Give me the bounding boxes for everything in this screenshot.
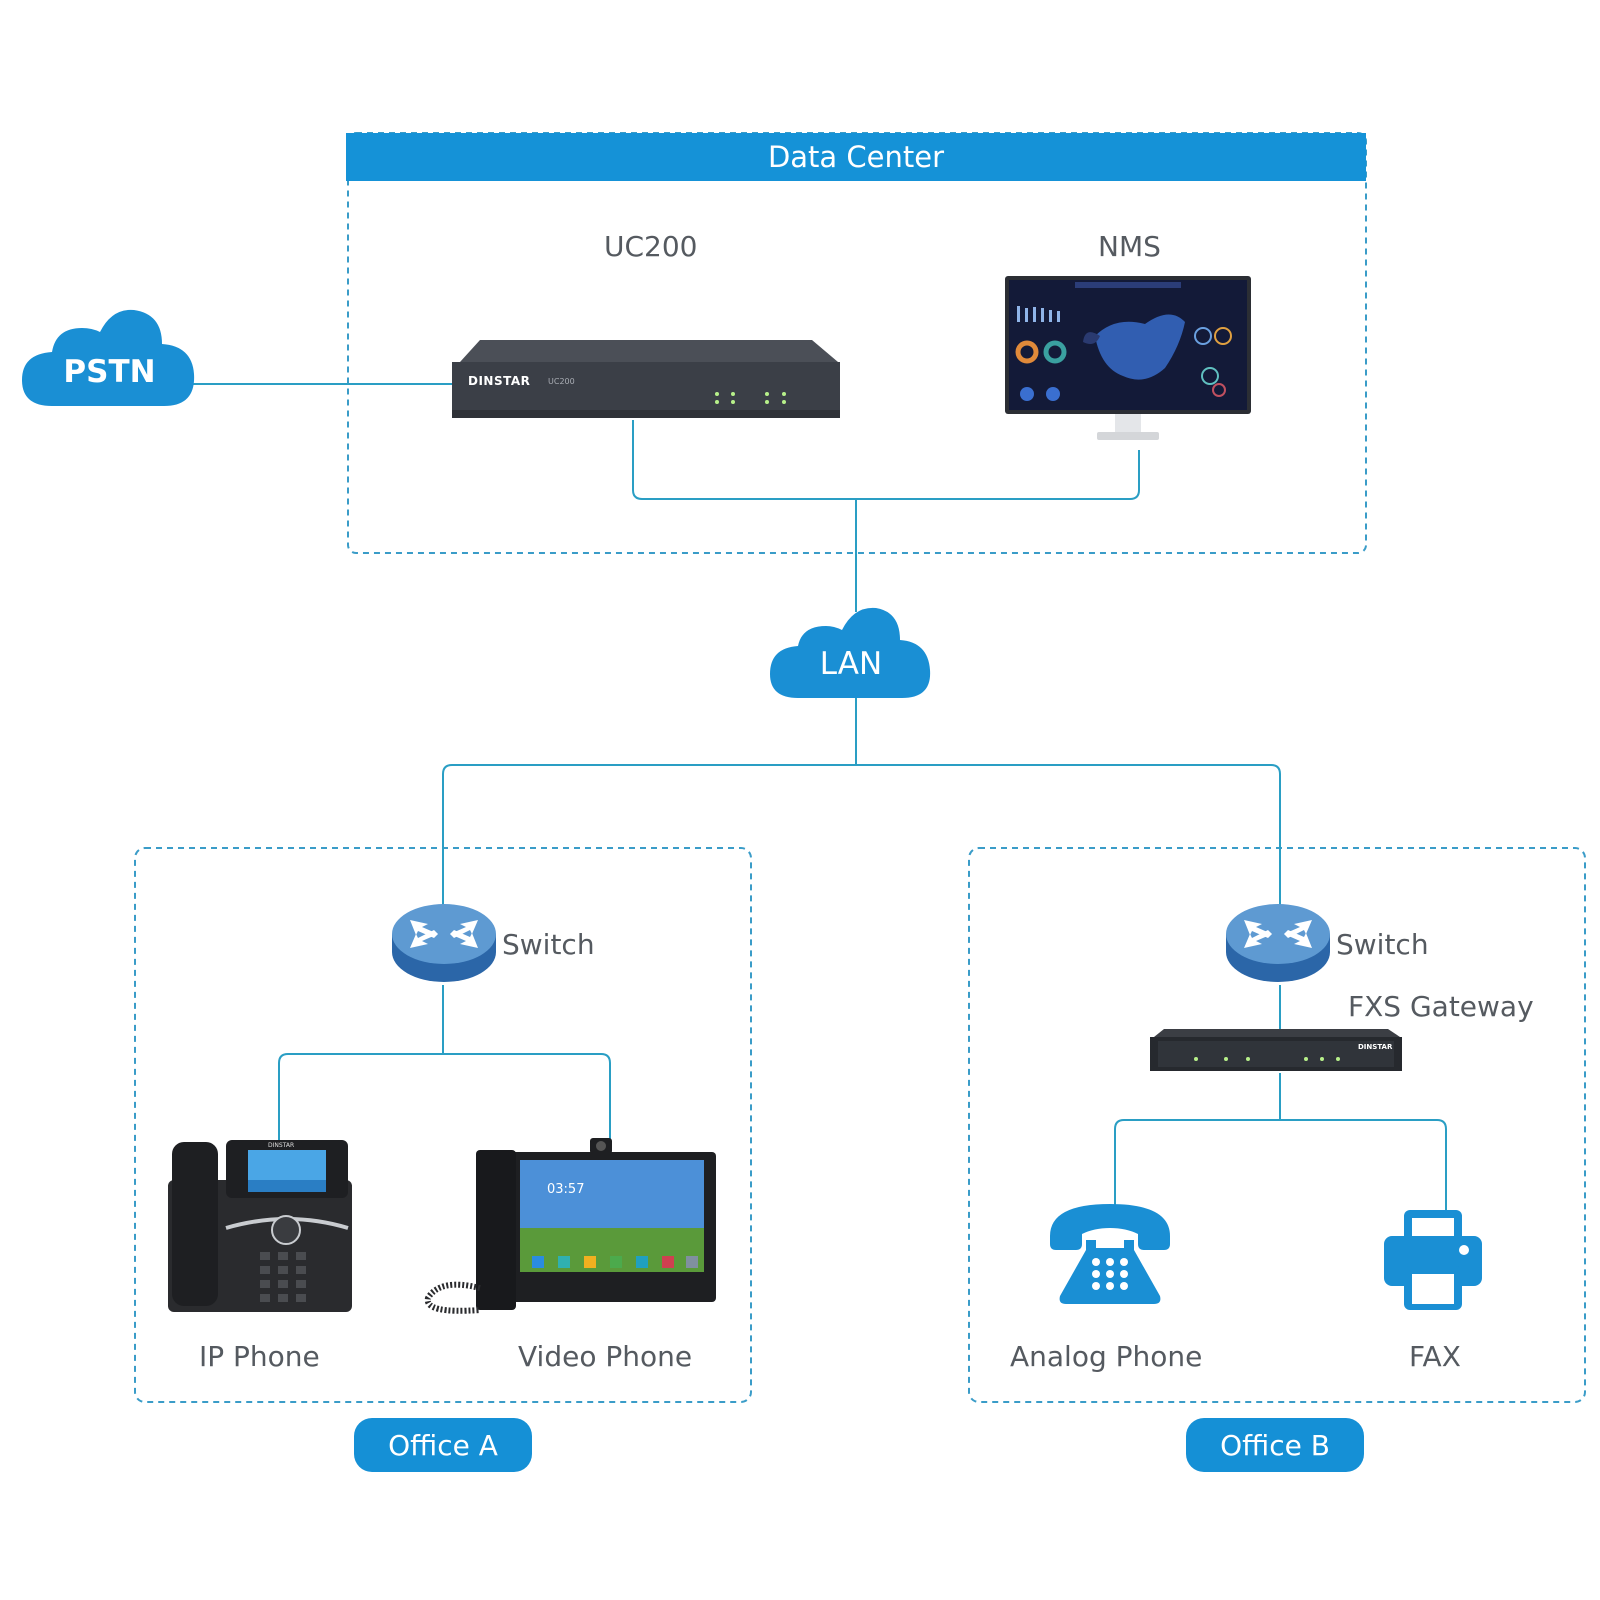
video-phone-label: Video Phone (518, 1340, 693, 1373)
wire-office-bus (442, 764, 1281, 905)
fxs-gateway-device[interactable]: DINSTAR (1148, 1027, 1404, 1073)
uc200-model: UC200 (548, 377, 575, 386)
data-center-title: Data Center (346, 133, 1366, 181)
video-phone[interactable]: 03:57 (420, 1138, 720, 1318)
switch-b-icon[interactable] (1224, 902, 1332, 984)
status-led (1246, 1057, 1250, 1061)
status-led (1224, 1057, 1228, 1061)
wire-switch-a-phones (278, 985, 611, 1145)
status-led (731, 400, 735, 404)
ip-phone-icon (168, 1140, 352, 1312)
status-led (1304, 1057, 1308, 1061)
status-led (715, 400, 719, 404)
status-led (782, 392, 786, 396)
office-a-badge: Office A (354, 1418, 532, 1472)
video-phone-clock: 03:57 (547, 1182, 585, 1197)
fxs-gateway-label: FXS Gateway (1348, 990, 1534, 1023)
gateway-brand: DINSTAR (1358, 1043, 1393, 1051)
status-led (1336, 1057, 1340, 1061)
uc200-chassis-icon (452, 340, 840, 418)
uc200-brand: DINSTAR (468, 374, 531, 388)
pstn-label: PSTN (63, 354, 156, 390)
switch-a-label: Switch (502, 928, 595, 961)
fax-label: FAX (1409, 1340, 1461, 1373)
pstn-cloud-icon (22, 309, 195, 406)
nms-monitor[interactable] (1005, 276, 1251, 446)
fax-icon[interactable] (1382, 1208, 1484, 1312)
status-led (1320, 1057, 1324, 1061)
lan-cloud-icon (770, 607, 931, 698)
analog-phone-label: Analog Phone (1010, 1340, 1203, 1373)
ip-phone[interactable]: DINSTAR (168, 1140, 352, 1314)
video-phone-icon (424, 1138, 716, 1314)
ip-phone-label: IP Phone (199, 1340, 320, 1373)
ip-phone-brand: DINSTAR (268, 1142, 295, 1149)
status-led (1194, 1057, 1198, 1061)
uc200-device[interactable]: DINSTAR UC200 (450, 338, 842, 420)
wire-gateway-endpoints (1114, 1073, 1447, 1215)
uc200-label: UC200 (604, 230, 698, 263)
status-led (731, 392, 735, 396)
switch-b-label: Switch (1336, 928, 1429, 961)
analog-phone-icon[interactable] (1046, 1200, 1174, 1308)
switch-a-icon[interactable] (390, 902, 498, 984)
gateway-chassis-icon (1150, 1029, 1402, 1071)
nms-label: NMS (1098, 230, 1161, 263)
status-led (765, 392, 769, 396)
monitor-icon (1005, 276, 1251, 440)
office-b-badge: Office B (1186, 1418, 1364, 1472)
wire-uc200-nms-bus (632, 420, 1140, 500)
lan-label: LAN (819, 646, 883, 682)
status-led (765, 400, 769, 404)
status-led (782, 400, 786, 404)
status-led (715, 392, 719, 396)
office-b-boundary (968, 847, 1586, 1403)
